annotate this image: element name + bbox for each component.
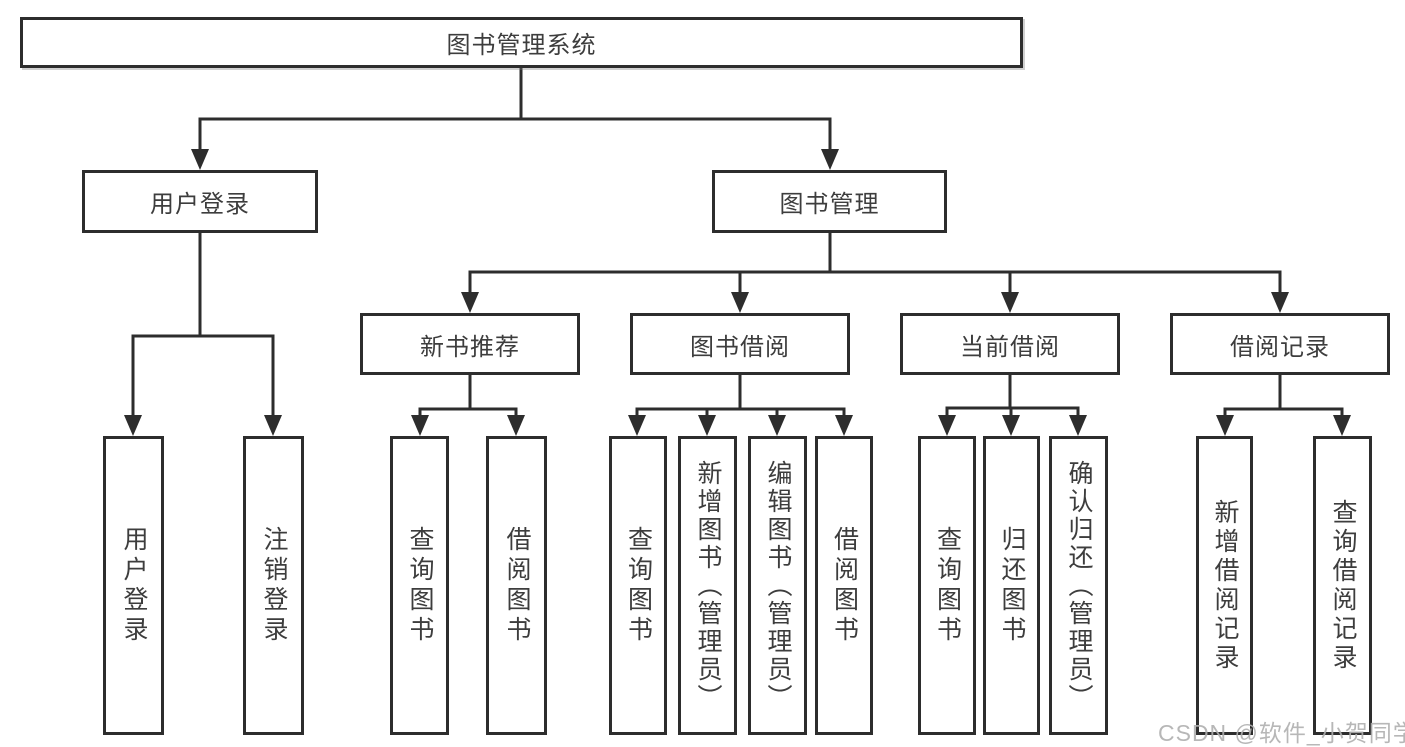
- leaf-borrow-book: 借阅图书: [815, 436, 873, 735]
- node-label: 用户登录: [150, 191, 250, 218]
- leaf-label: 用户登录: [120, 525, 148, 646]
- leaf-label: 编辑图书（管理员）: [764, 459, 792, 712]
- leaf-label: 注销登录: [260, 525, 288, 646]
- node-label: 图书管理系统: [446, 32, 597, 59]
- node-new-book-recommend: 新书推荐: [360, 313, 580, 375]
- leaf-label: 新增借阅记录: [1211, 498, 1239, 673]
- leaf-user-login: 用户登录: [103, 436, 164, 735]
- leaf-current-query-books: 查询图书: [918, 436, 976, 735]
- leaf-label: 借阅图书: [503, 525, 531, 646]
- leaf-label: 查询图书: [933, 525, 962, 646]
- leaf-label: 查询图书: [406, 525, 434, 646]
- node-label: 借阅记录: [1230, 333, 1330, 361]
- leaf-borrow-query-books: 查询图书: [609, 436, 667, 735]
- node-borrow-record: 借阅记录: [1170, 313, 1390, 375]
- csdn-watermark: CSDN @软件_小贺同学: [1158, 720, 1405, 746]
- node-book-borrow: 图书借阅: [630, 313, 850, 375]
- leaf-add-borrow-record: 新增借阅记录: [1196, 436, 1253, 735]
- arrowheads: [124, 149, 1351, 436]
- leaf-add-book-admin: 新增图书（管理员）: [678, 436, 737, 735]
- leaf-logout: 注销登录: [243, 436, 304, 735]
- leaf-newbook-query-books: 查询图书: [390, 436, 449, 735]
- leaf-label: 确认归还（管理员）: [1065, 459, 1093, 712]
- leaf-newbook-borrow-books: 借阅图书: [486, 436, 547, 735]
- leaf-label: 查询借阅记录: [1329, 498, 1357, 673]
- leaf-label: 归还图书: [998, 525, 1026, 646]
- leaf-query-borrow-record: 查询借阅记录: [1313, 436, 1372, 735]
- leaf-label: 借阅图书: [830, 525, 859, 646]
- node-user-login: 用户登录: [82, 170, 318, 233]
- leaf-label: 查询图书: [624, 525, 653, 646]
- node-label: 图书借阅: [690, 333, 790, 361]
- leaf-return-book: 归还图书: [983, 436, 1040, 735]
- leaf-edit-book-admin: 编辑图书（管理员）: [748, 436, 807, 735]
- leaf-label: 新增图书（管理员）: [694, 459, 722, 712]
- node-library-management-system: 图书管理系统: [20, 17, 1023, 68]
- node-label: 图书管理: [779, 191, 880, 218]
- node-label: 新书推荐: [420, 333, 520, 361]
- node-label: 当前借阅: [960, 333, 1060, 361]
- node-current-borrow: 当前借阅: [900, 313, 1120, 375]
- leaf-confirm-return-admin: 确认归还（管理员）: [1049, 436, 1108, 735]
- node-book-management: 图书管理: [712, 170, 947, 233]
